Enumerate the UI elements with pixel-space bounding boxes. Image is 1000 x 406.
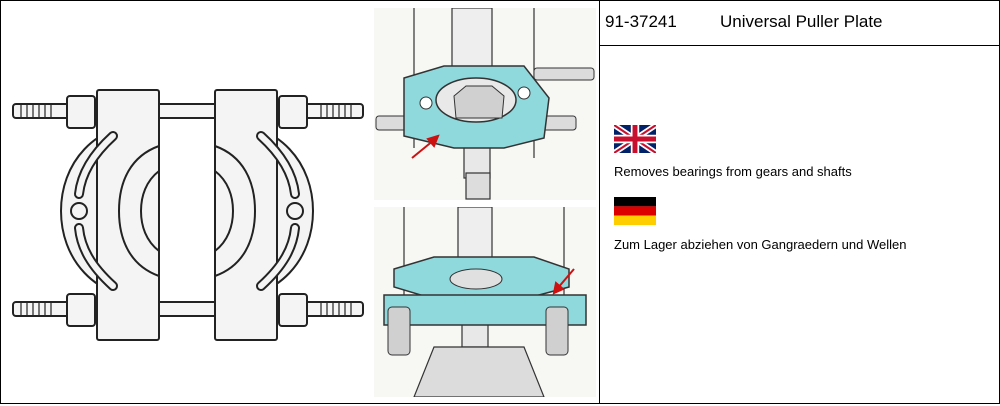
description-english: Removes bearings from gears and shafts	[614, 164, 852, 179]
german-flag-icon	[614, 197, 656, 225]
illustration-panel	[1, 1, 600, 403]
puller-plate-line-drawing	[12, 89, 364, 341]
title-bar: 91-37241 Universal Puller Plate	[600, 1, 999, 46]
puller-on-bearing-illustration	[374, 8, 596, 200]
uk-flag-icon	[614, 125, 656, 153]
part-name: Universal Puller Plate	[720, 12, 883, 31]
part-number: 91-37241	[605, 12, 677, 31]
description-german: Zum Lager abziehen von Gangraedern und W…	[614, 237, 907, 252]
info-panel: 91-37241 Universal Puller Plate Removes …	[600, 1, 999, 403]
puller-on-gear-illustration	[374, 207, 596, 397]
